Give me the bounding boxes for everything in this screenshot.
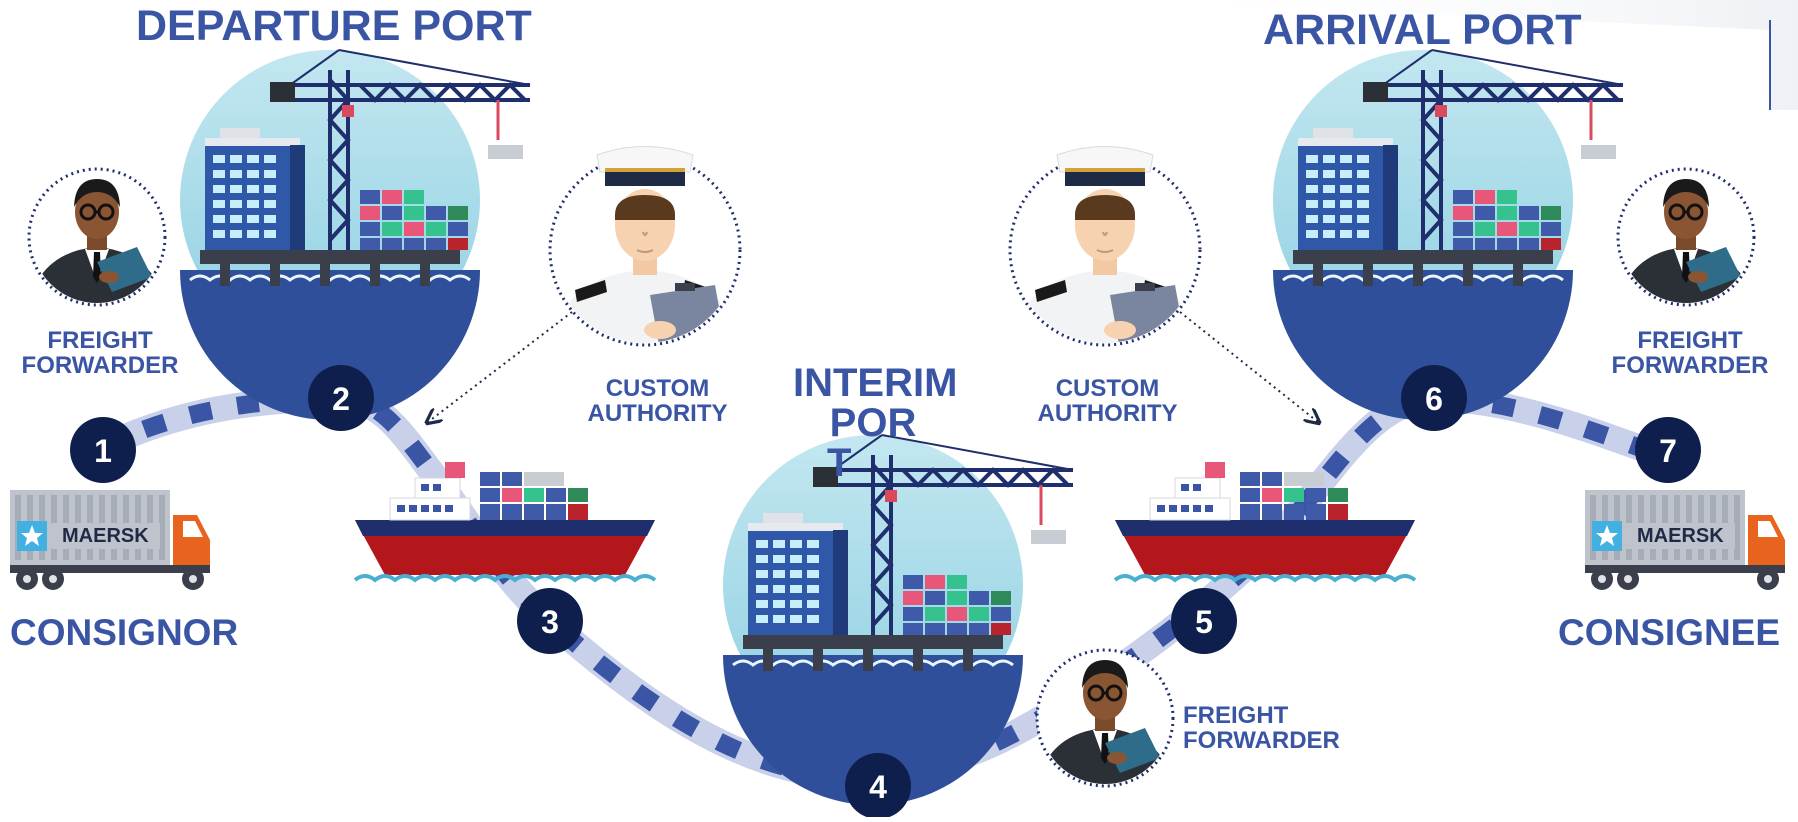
freight-forwarder-label-left-line-2: FORWARDER: [21, 352, 179, 380]
step-marker-2: 2: [308, 365, 374, 431]
freight-forwarder-label-left-line-1: FREIGHT: [47, 327, 153, 354]
interim-port-title-line-2: POR: [829, 401, 917, 445]
custom-authority-avatar-left: [550, 147, 740, 351]
interim-port-title-line-1: INTERIM: [793, 361, 958, 405]
svg-text:6: 6: [1425, 381, 1443, 417]
custom-authority-label-right-line-2: AUTHORITY: [1037, 400, 1178, 428]
freight-forwarder-label-middle: FREIGHT FORWARDER: [1183, 702, 1340, 755]
svg-text:7: 7: [1659, 433, 1677, 469]
freight-forwarder-avatar-middle: [1035, 650, 1175, 793]
freight-forwarder-label-right: FREIGHT FORWARDER: [1600, 327, 1780, 380]
svg-text:5: 5: [1195, 604, 1213, 640]
freight-forwarder-label-right-line-2: FORWARDER: [1611, 352, 1769, 380]
interim-port-title: INTERIM POR T: [793, 361, 958, 485]
custom-authority-label-right-line-1: CUSTOM: [1055, 375, 1160, 402]
consignor-truck-logo: MAERSK: [62, 525, 149, 547]
freight-forwarder-label-middle-line-1: FREIGHT: [1183, 702, 1289, 729]
step-marker-7: 7: [1635, 417, 1701, 483]
svg-text:4: 4: [869, 769, 887, 805]
interim-port-title-line-3: T: [827, 441, 852, 485]
svg-text:3: 3: [541, 604, 559, 640]
custom-authority-label-left-line-1: CUSTOM: [605, 375, 710, 402]
consignee-label: CONSIGNEE: [1558, 612, 1781, 653]
departure-port-title: DEPARTURE PORT: [136, 2, 532, 50]
step-marker-1: 1: [70, 417, 136, 483]
consignee-truck-logo: MAERSK: [1637, 525, 1724, 547]
step-marker-6: 6: [1401, 365, 1467, 431]
custom-authority-avatar-right: [1010, 147, 1200, 351]
freight-forwarder-avatar-left: [27, 169, 167, 312]
interim-port-illustration: [721, 433, 1075, 807]
inspection-arrow-left: [428, 311, 573, 422]
inbound-ship-illustration: [1113, 460, 1417, 582]
corner-backdrop: [1130, 0, 1798, 110]
freight-forwarder-label-right-line-1: FREIGHT: [1637, 327, 1743, 354]
freight-forwarder-label-middle-line-2: FORWARDER: [1183, 727, 1340, 755]
step-marker-5: 5: [1171, 588, 1237, 654]
departure-port-illustration: [178, 48, 532, 422]
consignor-label: CONSIGNOR: [10, 612, 239, 653]
arrival-port-title: ARRIVAL PORT: [1263, 6, 1582, 54]
custom-authority-label-right: CUSTOM AUTHORITY: [1025, 375, 1190, 428]
freight-forwarder-avatar-right: [1616, 169, 1756, 312]
svg-text:2: 2: [332, 381, 350, 417]
outbound-ship-illustration: [353, 460, 657, 582]
custom-authority-label-left: CUSTOM AUTHORITY: [575, 375, 740, 428]
step-marker-4: 4: [845, 753, 911, 819]
custom-authority-label-left-line-2: AUTHORITY: [587, 400, 728, 428]
arrival-port-illustration: [1271, 48, 1625, 422]
freight-forwarder-label-left: FREIGHT FORWARDER: [10, 327, 190, 380]
step-marker-3: 3: [517, 588, 583, 654]
svg-text:1: 1: [94, 433, 112, 469]
